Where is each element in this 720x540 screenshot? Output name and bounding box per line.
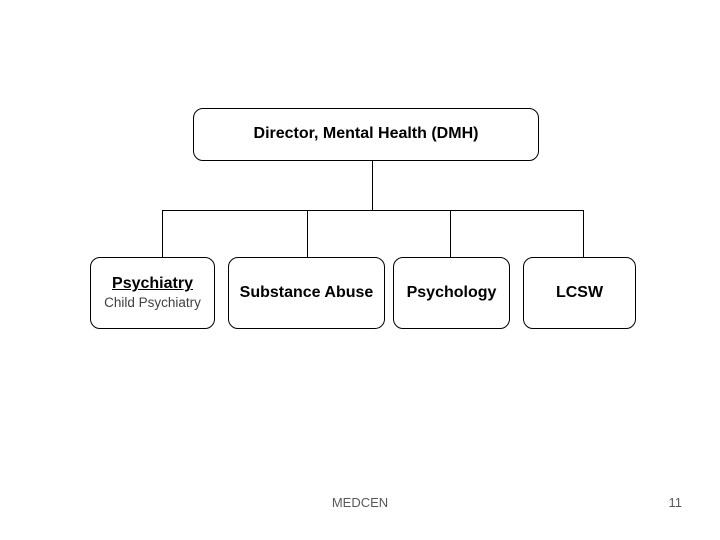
org-box-psychiatry: Psychiatry Child Psychiatry [90,257,215,329]
connector-drop-substance-abuse [306,210,308,257]
org-box-lcsw: LCSW [523,257,636,329]
org-box-director: Director, Mental Health (DMH) [193,108,539,161]
org-box-psychology: Psychology [393,257,510,329]
psychology-label: Psychology [406,283,497,301]
connector-drop-psychology [449,210,451,257]
substance-abuse-label: Substance Abuse [239,283,374,301]
org-box-substance-abuse: Substance Abuse [228,257,385,329]
connector-drop-lcsw [582,210,584,257]
connector-root-stem [371,161,373,210]
connector-horizontal-bar [161,209,584,211]
footer-page-number: 11 [668,495,683,510]
lcsw-label: LCSW [555,283,604,301]
child-psychiatry-label: Child Psychiatry [104,294,201,310]
director-label: Director, Mental Health (DMH) [253,125,479,143]
psychiatry-label: Psychiatry [112,275,193,293]
footer-org-label: MEDCEN [331,495,389,510]
connector-drop-psychiatry [161,210,163,257]
